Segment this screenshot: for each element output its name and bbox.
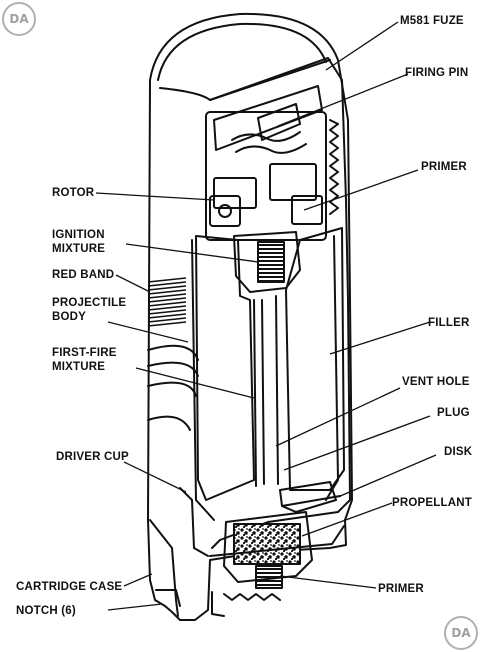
leader-vent-hole bbox=[275, 387, 401, 447]
label-primer-bottom: PRIMER bbox=[378, 583, 424, 595]
burster-tube-left bbox=[253, 299, 257, 487]
label-driver-cup: DRIVER CUP bbox=[56, 451, 129, 463]
fuze-housing bbox=[205, 111, 327, 241]
label-firing-pin: FIRING PIN bbox=[405, 67, 469, 79]
crimp-groove-2 bbox=[147, 361, 199, 377]
filler-cavity-right bbox=[285, 227, 345, 491]
leader-red-band bbox=[115, 274, 151, 293]
ignition-mixture-charge bbox=[257, 241, 285, 283]
label-m581-fuze: M581 FUZE bbox=[400, 15, 464, 27]
crimp-groove-4 bbox=[147, 415, 191, 431]
fuze-spring bbox=[231, 131, 301, 142]
label-ignition-line-2: MIXTURE bbox=[52, 243, 106, 255]
label-cartridge-case: CARTRIDGE CASE bbox=[16, 581, 123, 593]
leader-disk bbox=[337, 454, 437, 498]
filler-cavity bbox=[195, 235, 255, 501]
label-red-band: RED BAND bbox=[52, 269, 115, 281]
fuze-inner-top bbox=[213, 85, 323, 151]
label-primer-top: PRIMER bbox=[421, 161, 467, 173]
fuze-block-right bbox=[269, 163, 317, 201]
rotor-body bbox=[209, 195, 241, 227]
crimp-groove-3 bbox=[147, 381, 197, 397]
label-notch: NOTCH (6) bbox=[16, 605, 76, 617]
leader-plug bbox=[283, 415, 431, 471]
fuze-thread-right bbox=[329, 119, 339, 215]
label-first-fire-mixture: FIRST-FIRE MIXTURE bbox=[52, 346, 117, 374]
leader-propellant bbox=[301, 502, 393, 537]
disk bbox=[281, 495, 341, 507]
leader-primer-top bbox=[303, 169, 419, 211]
leader-firing-pin bbox=[277, 73, 409, 127]
burster-tube-right bbox=[275, 295, 279, 485]
label-plug: PLUG bbox=[437, 407, 470, 419]
leader-notch bbox=[107, 603, 163, 611]
label-propellant: PROPELLANT bbox=[392, 497, 472, 509]
label-projectile-line-1: PROJECTILE bbox=[52, 297, 127, 309]
label-projectile-body: PROJECTILE BODY bbox=[52, 296, 126, 324]
propellant-charge bbox=[233, 523, 301, 565]
leader-primer-bottom bbox=[279, 575, 377, 589]
leader-projectile-body bbox=[107, 321, 189, 343]
round-outer-outline bbox=[147, 12, 353, 621]
cartridge-case-wall bbox=[149, 519, 179, 617]
watermark-seal-top-left: DA bbox=[2, 2, 36, 36]
case-lip bbox=[209, 525, 345, 557]
label-vent-hole: VENT HOLE bbox=[402, 376, 470, 388]
body-wall-left-inner bbox=[191, 239, 215, 521]
primer-base bbox=[255, 565, 283, 589]
leader-first-fire bbox=[135, 367, 255, 399]
base-cavity bbox=[223, 511, 313, 583]
primer-block bbox=[291, 195, 323, 225]
driver-cup bbox=[179, 487, 209, 557]
case-notch-2 bbox=[211, 591, 225, 617]
leader-lines bbox=[95, 21, 437, 611]
case-notch-1 bbox=[155, 589, 181, 607]
rotor-pivot bbox=[218, 204, 232, 218]
ogive-cap bbox=[157, 22, 327, 81]
burster-tube-inner bbox=[261, 299, 265, 485]
label-projectile-line-2: BODY bbox=[52, 311, 87, 323]
label-first-fire-line-1: FIRST-FIRE bbox=[52, 347, 117, 359]
leader-filler bbox=[329, 321, 431, 355]
red-band bbox=[147, 277, 187, 327]
fuze-block-left bbox=[213, 177, 257, 209]
leader-cartridge-case bbox=[123, 573, 153, 587]
firing-pin-body bbox=[257, 103, 301, 141]
label-filler: FILLER bbox=[428, 317, 470, 329]
leader-rotor bbox=[95, 192, 215, 201]
label-ignition-mixture: IGNITION MIXTURE bbox=[52, 228, 105, 256]
fuze-spring-2 bbox=[235, 143, 307, 154]
label-first-fire-line-2: MIXTURE bbox=[52, 361, 106, 373]
label-rotor: ROTOR bbox=[52, 187, 95, 199]
leader-m581-fuze bbox=[325, 21, 399, 71]
label-ignition-line-1: IGNITION bbox=[52, 229, 105, 241]
plug-body bbox=[279, 481, 337, 513]
crimp-groove-1 bbox=[147, 344, 199, 361]
label-disk: DISK bbox=[444, 446, 473, 458]
body-wall-right-inner bbox=[325, 235, 339, 501]
leader-driver-cup bbox=[123, 461, 187, 493]
watermark-seal-bottom-right: DA bbox=[444, 616, 478, 650]
leader-ignition bbox=[125, 243, 259, 263]
case-threads bbox=[223, 593, 281, 601]
